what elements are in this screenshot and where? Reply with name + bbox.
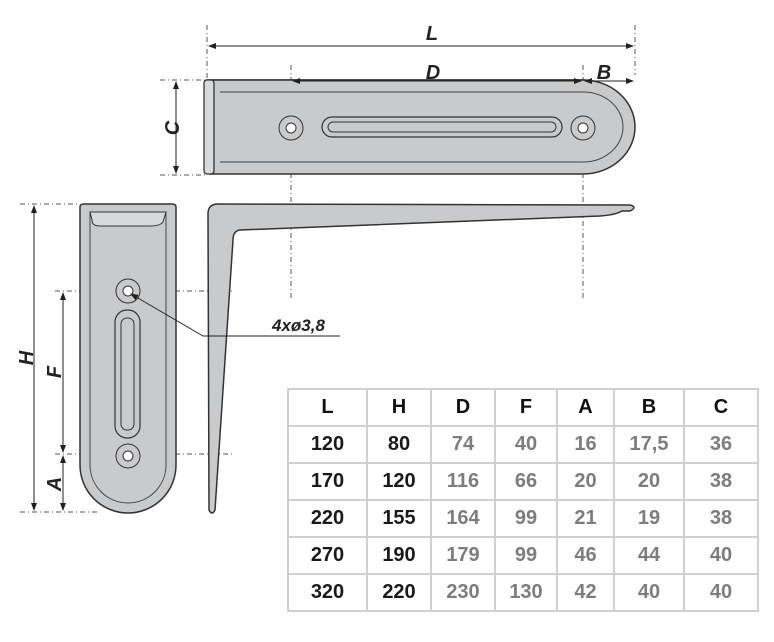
table-cell: 19: [613, 499, 685, 538]
table-cell: 230: [430, 573, 496, 612]
table-cell: 44: [613, 536, 685, 575]
dim-label-A: A: [44, 477, 66, 492]
header-cell: A: [556, 388, 615, 427]
table-cell: 120: [366, 462, 432, 501]
table-cell: 220: [287, 499, 368, 538]
table-cell: 38: [683, 462, 759, 501]
table-cell: 190: [366, 536, 432, 575]
table-cell: 116: [430, 462, 496, 501]
table-cell: 99: [494, 536, 558, 575]
table-cell: 120: [287, 425, 368, 464]
table-cell: 21: [556, 499, 615, 538]
table-cell: 40: [683, 536, 759, 575]
header-cell: D: [430, 388, 496, 427]
header-cell: H: [366, 388, 432, 427]
table-cell: 46: [556, 536, 615, 575]
table-cell: 80: [366, 425, 432, 464]
hole-note: 4xø3,8: [271, 316, 325, 335]
table-cell: 164: [430, 499, 496, 538]
table-cell: 220: [366, 573, 432, 612]
header-cell: F: [494, 388, 558, 427]
table-cell: 179: [430, 536, 496, 575]
table-cell: 16: [556, 425, 615, 464]
table-cell: 170: [287, 462, 368, 501]
dim-label-D: D: [426, 62, 440, 84]
table-cell: 42: [556, 573, 615, 612]
table-cell: 17,5: [613, 425, 685, 464]
front-view-plate: [79, 203, 177, 514]
table-cell: 74: [430, 425, 496, 464]
header-cell: C: [683, 388, 759, 427]
header-cell: B: [613, 388, 685, 427]
table-cell: 155: [366, 499, 432, 538]
table-cell: 20: [613, 462, 685, 501]
header-cell: L: [287, 388, 368, 427]
top-view-plate: [203, 79, 636, 175]
dim-label-F: F: [44, 365, 66, 378]
table-cell: 99: [494, 499, 558, 538]
table-cell: 130: [494, 573, 558, 612]
table-cell: 320: [287, 573, 368, 612]
dim-label-H: H: [16, 350, 38, 365]
dimension-lines: [31, 43, 634, 511]
table-cell: 40: [613, 573, 685, 612]
table-cell: 20: [556, 462, 615, 501]
table-cell: 66: [494, 462, 558, 501]
table-cell: 36: [683, 425, 759, 464]
table-cell: 40: [683, 573, 759, 612]
table-cell: 270: [287, 536, 368, 575]
table-cell: 38: [683, 499, 759, 538]
dim-label-C: C: [162, 120, 184, 135]
dim-label-B: B: [597, 62, 611, 84]
side-profile: [207, 203, 635, 514]
table-cell: 40: [494, 425, 558, 464]
table-header-row: L H D F A B C: [287, 388, 759, 427]
dim-label-L: L: [426, 23, 438, 45]
